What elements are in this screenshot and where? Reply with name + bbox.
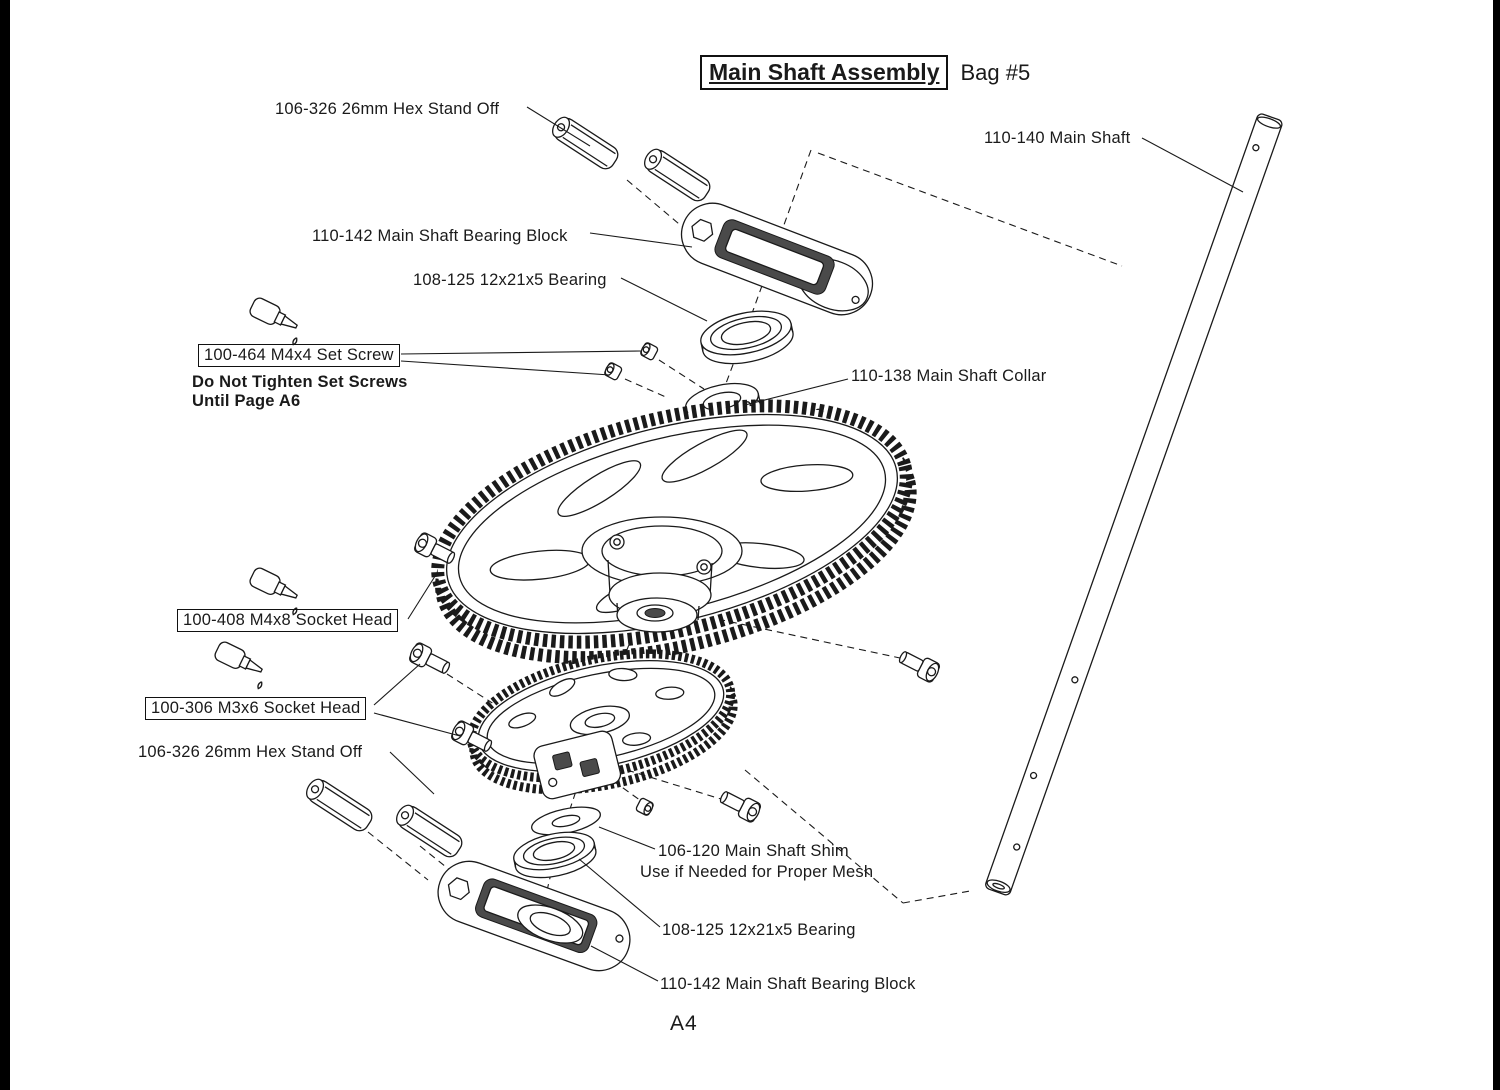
label-hex-standoff-top: 106-326 26mm Hex Stand Off	[275, 100, 500, 118]
threadlock-bottle-icon-1	[244, 295, 308, 346]
bearing-block-bottom	[437, 860, 631, 972]
label-hex-standoff-bottom: 106-326 26mm Hex Stand Off	[138, 743, 363, 761]
label-socket-m3x6: 100-306 M3x6 Socket Head	[145, 697, 367, 720]
label-socket-m4x8: 100-408 M4x8 Socket Head	[177, 609, 399, 632]
socket-screw-m4x8-2	[895, 646, 943, 685]
threadlock-bottle-icon-2	[244, 565, 308, 616]
page-edge-left	[0, 0, 10, 1090]
set-screw-2	[602, 360, 624, 382]
main-shaft	[985, 113, 1283, 896]
warning-line-1: Do Not Tighten Set Screws	[192, 373, 408, 391]
socket-screw-hub	[716, 786, 764, 825]
label-main-shaft: 110-140 Main Shaft	[984, 129, 1131, 147]
main-gear-hub	[581, 516, 743, 633]
warning-note: Do Not Tighten Set Screws Until Page A6	[192, 373, 408, 411]
socket-screw-m3x6-1	[406, 640, 454, 679]
label-set-screw: 100-464 M4x4 Set Screw	[198, 344, 400, 367]
bearing-block-top	[680, 202, 874, 316]
warning-line-2: Until Page A6	[192, 392, 301, 410]
page-header: Main Shaft Assembly Bag #5	[700, 55, 1030, 90]
lower-gear-hub	[533, 730, 622, 800]
main-shaft-shim	[531, 806, 601, 836]
label-bearing-bottom: 108-125 12x21x5 Bearing	[662, 921, 856, 939]
label-bearing-block-top: 110-142 Main Shaft Bearing Block	[312, 227, 568, 245]
page-number: A4	[670, 1012, 698, 1035]
hex-standoff-bottom-1	[301, 774, 376, 835]
bearing-top	[700, 310, 794, 365]
label-shim: 106-120 Main Shaft Shim	[658, 842, 849, 860]
set-screw-hub	[634, 796, 656, 818]
label-bearing-block-bottom: 110-142 Main Shaft Bearing Block	[660, 975, 916, 993]
bag-number: Bag #5	[960, 59, 1031, 85]
hex-standoff-bottom-2	[391, 800, 466, 861]
leader-lines	[373, 106, 1244, 982]
hex-standoff-top-2	[639, 144, 714, 205]
page-title: Main Shaft Assembly	[700, 55, 949, 90]
label-collar: 110-138 Main Shaft Collar	[851, 367, 1047, 385]
page-edge-right	[1493, 0, 1500, 1090]
bearing-bottom	[513, 831, 597, 879]
label-bearing-top: 108-125 12x21x5 Bearing	[413, 271, 607, 289]
label-shim-note: Use if Needed for Proper Mesh	[640, 863, 874, 881]
threadlock-bottle-icon-3	[209, 639, 273, 690]
set-screw-1	[638, 340, 660, 362]
